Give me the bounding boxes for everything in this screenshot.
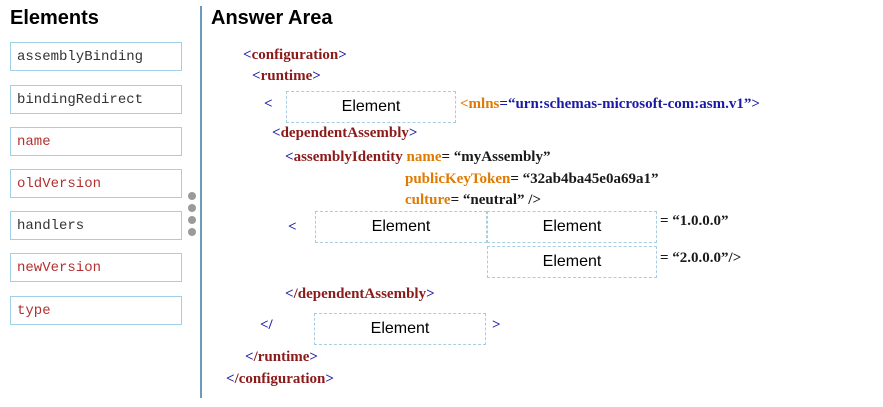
- element-option-newversion[interactable]: newVersion: [10, 253, 182, 282]
- code-publickeytoken: publicKeyToken= “32ab4ba45e0a69a1”: [405, 171, 659, 187]
- drop-target-3[interactable]: Element: [487, 211, 657, 243]
- drag-dot: [188, 192, 196, 200]
- code-configuration-close: </configuration>: [226, 371, 334, 387]
- drop-target-4[interactable]: Element: [487, 246, 657, 278]
- element-option-handlers[interactable]: handlers: [10, 211, 182, 240]
- element-option-bindingredirect[interactable]: bindingRedirect: [10, 85, 182, 114]
- element-option-name[interactable]: name: [10, 127, 182, 156]
- elements-title: Elements: [10, 7, 99, 29]
- drop-target-1[interactable]: Element: [286, 91, 456, 123]
- panel-divider: [200, 6, 202, 398]
- drag-dot: [188, 228, 196, 236]
- code-assemblyidentity: <assemblyIdentity name= “myAssembly”: [285, 149, 551, 165]
- element-option-oldversion[interactable]: oldVersion: [10, 169, 182, 198]
- code-bracket-close-open: </: [260, 317, 273, 333]
- answer-area-title: Answer Area: [211, 7, 333, 29]
- code-xmlns: <mlns=“urn:schemas-microsoft-com:asm.v1”…: [460, 96, 760, 112]
- code-bracket-open: <: [288, 219, 297, 235]
- code-runtime-open: <runtime>: [252, 68, 321, 84]
- drop-target-2[interactable]: Element: [315, 211, 487, 243]
- code-culture: culture= “neutral” />: [405, 192, 541, 208]
- code-bracket-open: <: [264, 96, 273, 112]
- drag-dot: [188, 204, 196, 212]
- drag-handle[interactable]: [188, 192, 196, 240]
- drop-target-5[interactable]: Element: [314, 313, 486, 345]
- code-configuration-open: <configuration>: [243, 47, 347, 63]
- code-bracket-close: >: [492, 317, 501, 333]
- element-option-type[interactable]: type: [10, 296, 182, 325]
- code-dependentassembly-close: </dependentAssembly>: [285, 286, 435, 302]
- code-runtime-close: </runtime>: [245, 349, 318, 365]
- code-dependentassembly-open: <dependentAssembly>: [272, 125, 418, 141]
- drag-dot: [188, 216, 196, 224]
- element-option-assemblybinding[interactable]: assemblyBinding: [10, 42, 182, 71]
- code-old-version-value: = “1.0.0.0”: [660, 213, 729, 229]
- code-new-version-value: = “2.0.0.0”/>: [660, 250, 742, 266]
